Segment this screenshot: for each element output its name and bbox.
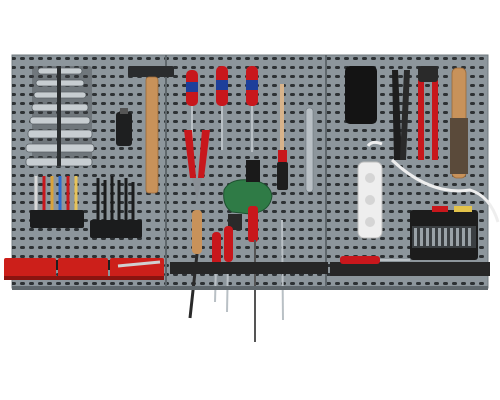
middle-shelf (170, 262, 328, 274)
wire-brush (450, 67, 468, 179)
red-pliers (418, 66, 438, 160)
right-shelf (330, 256, 490, 276)
power-strip (357, 140, 500, 239)
drill-bit-holder (90, 176, 142, 238)
bit-case (410, 206, 478, 260)
wrench-set (25, 66, 95, 167)
hammer (128, 66, 174, 194)
open-wrench (305, 107, 314, 193)
marker-holder (30, 176, 84, 228)
black-pouch (345, 66, 377, 124)
screwdriver-set-top (186, 66, 258, 152)
pliers (184, 130, 210, 200)
red-trays (4, 258, 164, 280)
side-cutters (392, 70, 410, 160)
socket-holder (116, 112, 132, 146)
paint-brush (277, 84, 288, 190)
green-power-tool (223, 160, 273, 242)
